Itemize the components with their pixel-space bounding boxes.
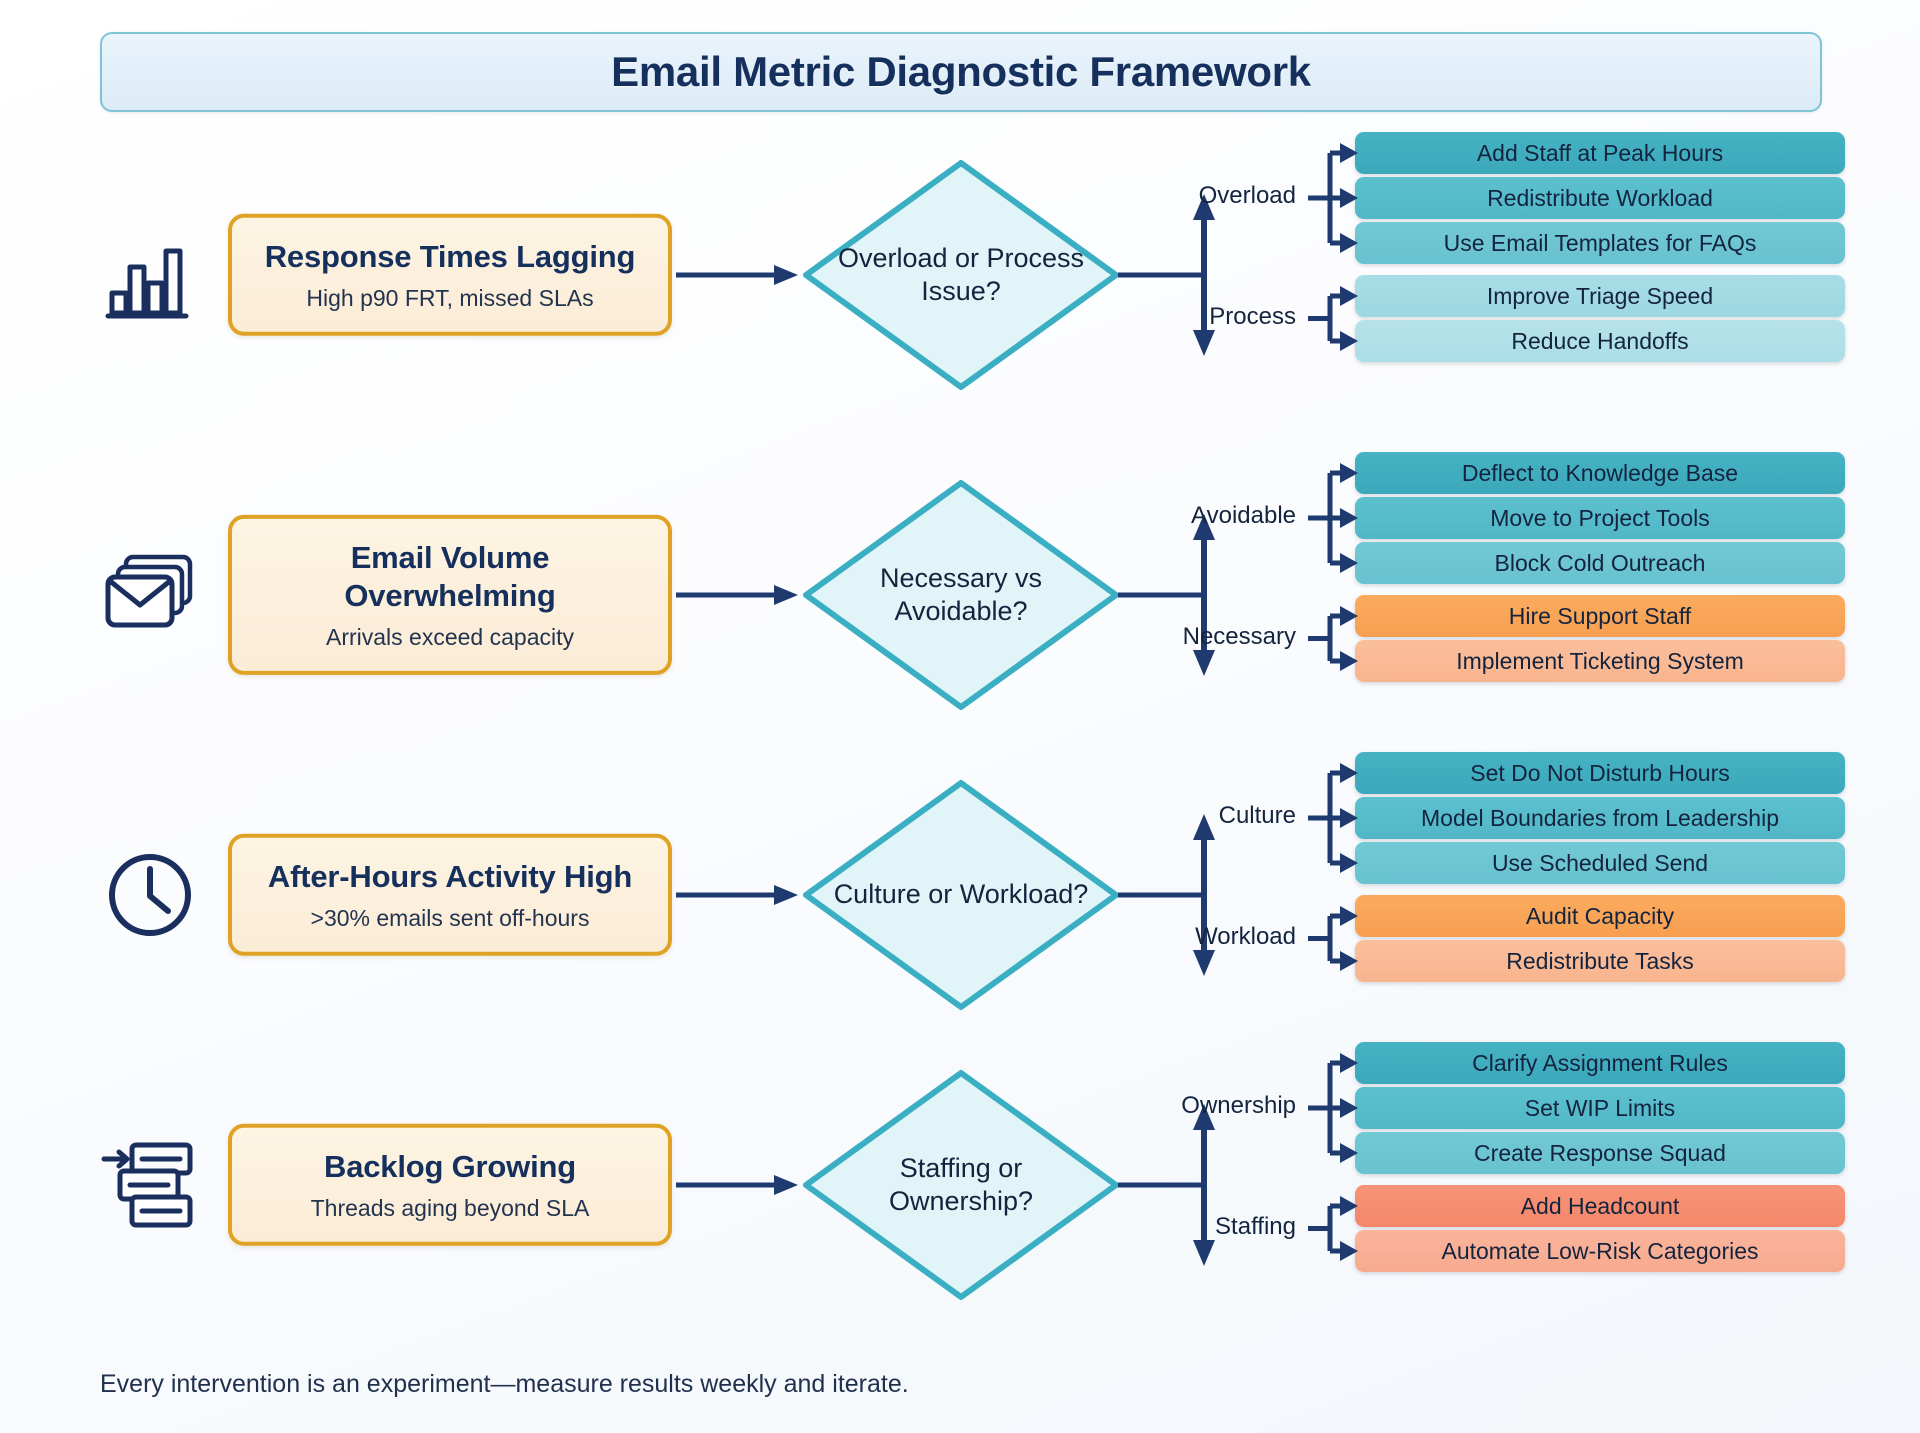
problem-subtitle: Threads aging beyond SLA: [310, 1194, 590, 1221]
arrow-problem-to-decision: [676, 1172, 800, 1198]
clock-icon: [95, 840, 205, 950]
action-pill[interactable]: Set Do Not Disturb Hours: [1355, 752, 1845, 794]
action-pill[interactable]: Reduce Handoffs: [1355, 320, 1845, 362]
backlog-queue-icon: [95, 1130, 205, 1240]
stacked-envelopes-icon: [95, 540, 205, 650]
action-pill[interactable]: Hire Support Staff: [1355, 595, 1845, 637]
page-title-banner: Email Metric Diagnostic Framework: [100, 32, 1822, 112]
page-title: Email Metric Diagnostic Framework: [611, 48, 1311, 95]
action-pill[interactable]: Model Boundaries from Leadership: [1355, 797, 1845, 839]
decision-label: Necessary vs Avoidable?: [879, 562, 1043, 626]
footer-note: Every intervention is an experiment—meas…: [100, 1370, 909, 1398]
action-pill[interactable]: Create Response Squad: [1355, 1132, 1845, 1174]
action-pill[interactable]: Clarify Assignment Rules: [1355, 1042, 1845, 1084]
branch-bracket: [1308, 276, 1358, 361]
branch-bracket: [1308, 133, 1358, 263]
decision-diamond[interactable]: Staffing or Ownership?: [800, 1067, 1122, 1303]
diagram-row: After-Hours Activity High >30% emails sen…: [0, 752, 1920, 1020]
arrow-problem-to-decision: [676, 262, 800, 288]
decision-label: Staffing or Ownership?: [888, 1152, 1034, 1216]
decision-diamond[interactable]: Overload or Process Issue?: [800, 157, 1122, 393]
branch-label: Overload: [1198, 182, 1296, 209]
branch-label: Workload: [1195, 922, 1296, 950]
problem-box[interactable]: After-Hours Activity High >30% emails sen…: [228, 833, 672, 957]
problem-title: Email Volume Overwhelming: [344, 539, 556, 613]
decision-diamond[interactable]: Necessary vs Avoidable?: [800, 477, 1122, 713]
action-pill[interactable]: Set WIP Limits: [1355, 1087, 1845, 1129]
action-pill[interactable]: Move to Project Tools: [1355, 497, 1845, 539]
action-pill[interactable]: Use Scheduled Send: [1355, 842, 1845, 884]
decision-diamond[interactable]: Culture or Workload?: [800, 777, 1122, 1013]
decision-label: Overload or Process Issue?: [837, 242, 1085, 306]
branch-label: Ownership: [1181, 1092, 1296, 1119]
branch-connector: [1118, 1060, 1328, 1310]
bar-chart-icon: [95, 220, 205, 330]
action-pill[interactable]: Deflect to Knowledge Base: [1355, 452, 1845, 494]
branch-connector: [1118, 150, 1328, 400]
problem-subtitle: >30% emails sent off-hours: [310, 904, 590, 931]
action-pill[interactable]: Redistribute Workload: [1355, 177, 1845, 219]
action-pill[interactable]: Block Cold Outreach: [1355, 542, 1845, 584]
action-pill[interactable]: Implement Ticketing System: [1355, 640, 1845, 682]
branch-label: Staffing: [1215, 1212, 1296, 1240]
branch-bracket: [1308, 753, 1358, 883]
branch-connector: [1118, 470, 1328, 720]
action-pill[interactable]: Improve Triage Speed: [1355, 275, 1845, 317]
problem-title: Backlog Growing: [324, 1148, 576, 1184]
action-pill[interactable]: Use Email Templates for FAQs: [1355, 222, 1845, 264]
branch-label: Process: [1209, 302, 1296, 330]
branch-label: Necessary: [1182, 622, 1296, 650]
branch-bracket: [1308, 596, 1358, 681]
problem-title: After-Hours Activity High: [267, 858, 633, 894]
problem-subtitle: Arrivals exceed capacity: [326, 623, 574, 650]
arrow-problem-to-decision: [676, 882, 800, 908]
branch-connector: [1118, 770, 1328, 1020]
action-pill[interactable]: Add Staff at Peak Hours: [1355, 132, 1845, 174]
decision-label: Culture or Workload?: [833, 879, 1089, 910]
branch-bracket: [1308, 453, 1358, 583]
action-pill[interactable]: Automate Low-Risk Categories: [1355, 1230, 1845, 1272]
branch-label: Culture: [1218, 802, 1296, 829]
action-pill[interactable]: Audit Capacity: [1355, 895, 1845, 937]
problem-title: Response Times Lagging: [264, 238, 636, 274]
action-pill[interactable]: Redistribute Tasks: [1355, 940, 1845, 982]
branch-bracket: [1308, 1186, 1358, 1271]
branch-label: Avoidable: [1191, 502, 1296, 529]
arrow-problem-to-decision: [676, 582, 800, 608]
problem-subtitle: High p90 FRT, missed SLAs: [306, 284, 594, 311]
branch-bracket: [1308, 896, 1358, 981]
branch-bracket: [1308, 1043, 1358, 1173]
action-pill[interactable]: Add Headcount: [1355, 1185, 1845, 1227]
